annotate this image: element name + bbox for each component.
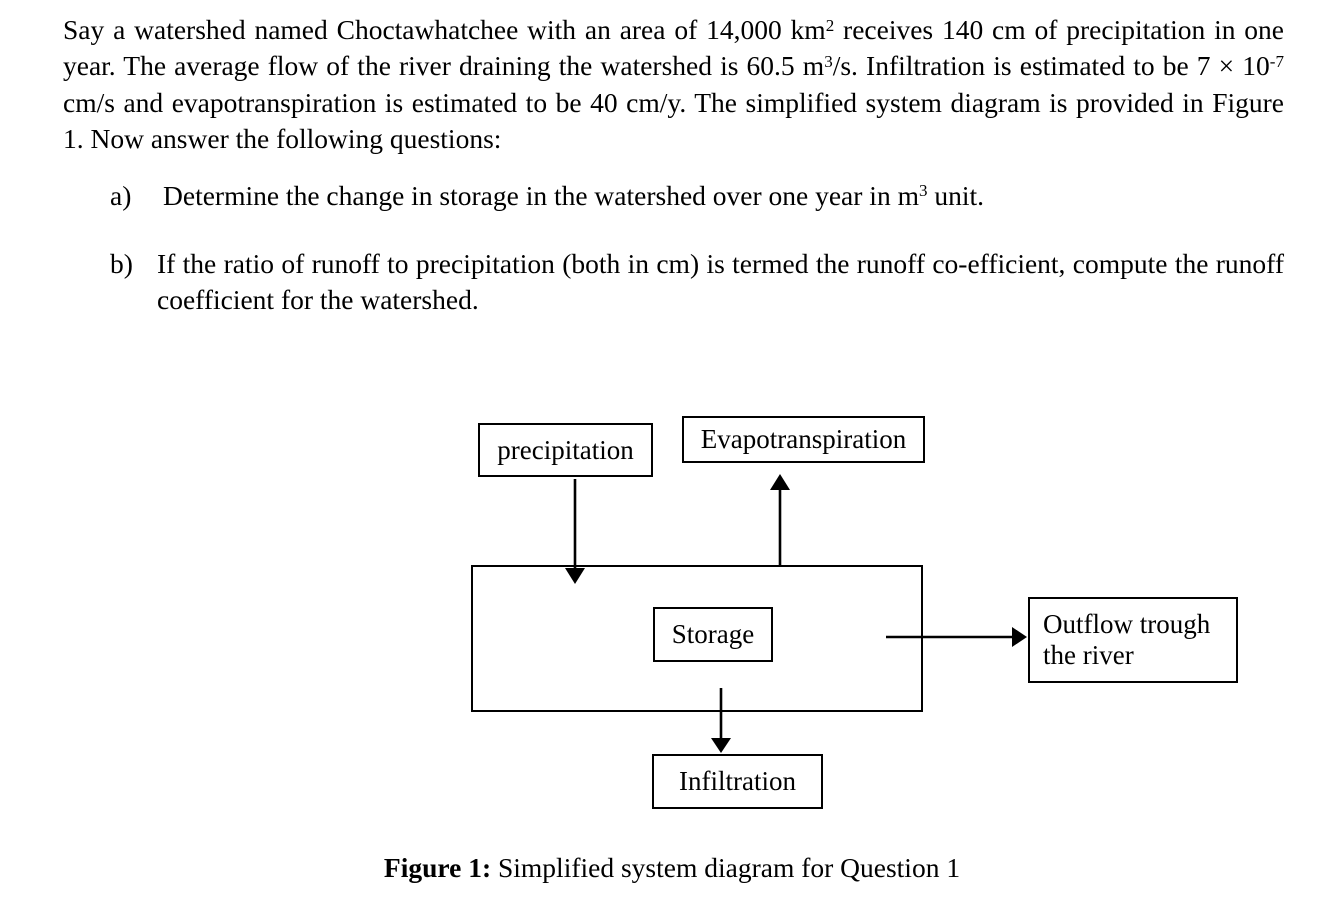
infiltration-box: Infiltration: [652, 754, 823, 809]
evapotranspiration-arrow: [770, 474, 790, 565]
figure-caption: Figure 1: Simplified system diagram for …: [0, 851, 1344, 885]
outflow-label: Outflow trough the river: [1043, 609, 1211, 670]
infiltration-label: Infiltration: [679, 766, 796, 796]
figure-caption-text: Simplified system diagram for Question 1: [491, 852, 961, 883]
question-intro-paragraph: Say a watershed named Choctawhatchee wit…: [63, 14, 1285, 155]
question-b-marker: b): [110, 248, 133, 280]
watershed-system-box: [471, 565, 923, 712]
figure-caption-label: Figure 1:: [383, 852, 492, 883]
question-a-text: Determine the change in storage in the w…: [163, 179, 985, 211]
question-text-block: Say a watershed named Choctawhatchee wit…: [63, 12, 1284, 319]
storage-box: Storage: [653, 607, 773, 662]
evapotranspiration-label: Evapotranspiration: [700, 424, 907, 454]
question-item-a: a) Determine the change in storage in th…: [63, 178, 1284, 214]
question-item-b: b) If the ratio of runoff to precipitati…: [63, 246, 1284, 319]
storage-label: Storage: [671, 619, 755, 649]
precipitation-box: precipitation: [478, 423, 653, 477]
evapotranspiration-box: Evapotranspiration: [682, 416, 925, 463]
precipitation-label: precipitation: [497, 434, 634, 465]
outflow-box: Outflow trough the river: [1028, 597, 1238, 683]
question-a-marker: a): [110, 179, 132, 211]
question-b-text: If the ratio of runoff to precipitation …: [157, 248, 1284, 316]
